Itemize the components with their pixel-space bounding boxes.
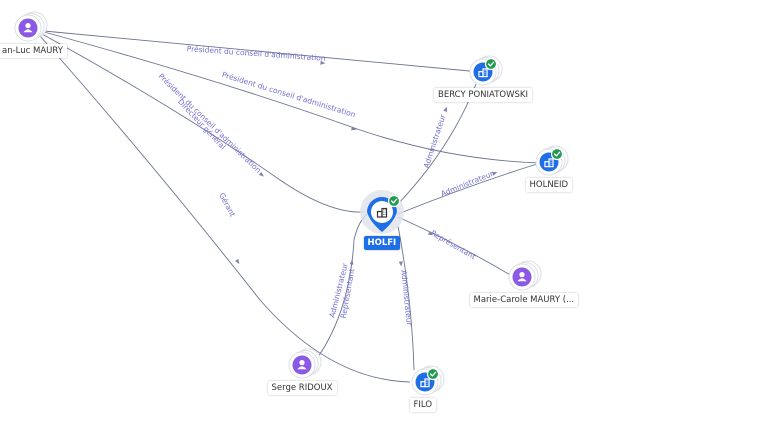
nodes-layer [14,11,569,396]
building-icon [376,207,388,218]
node-serge[interactable] [288,348,322,379]
building-icon [478,68,488,78]
edge-arrow [427,231,434,236]
node-label-jlm[interactable]: an-Luc MAURY [0,44,67,58]
edge-line [43,30,481,73]
node-mcm[interactable] [508,260,542,291]
edge-arrow [320,60,326,65]
edge-label: Administrateur [422,112,448,169]
edge-arrow [351,126,357,131]
edge-arrow [491,171,498,176]
edge-label: Gérant [217,191,237,218]
building-icon [420,378,430,388]
edge-arrow [443,106,448,113]
edge-holfi-holneid[interactable]: Administrateur [397,163,538,215]
node-filo[interactable] [411,365,445,396]
edge-line [43,31,541,164]
edge-arrow [234,258,240,265]
edge-serge-holfi[interactable]: Administrateur [317,213,368,358]
edge-jlm-filo[interactable]: Gérant [39,35,411,383]
edge-holfi-mcm[interactable]: Représentant [397,216,513,277]
node-label-bercy[interactable]: BERCY PONIATOWSKI [434,88,532,102]
edge-line [39,35,411,383]
building-icon [544,158,554,168]
person-icon [517,271,527,282]
edge-jlm-holfi[interactable]: Directeur général [176,97,227,151]
edge-holfi-filo[interactable]: Administrateur [397,225,415,371]
edge-label: Président du conseil d'administration [221,70,357,119]
node-jlm[interactable] [14,11,48,42]
edge-line [397,216,513,277]
node-label-mcm[interactable]: Marie-Carole MAURY (... [469,293,579,307]
edge-label: Administrateur [439,169,495,199]
edge-label: Directeur général [176,97,227,151]
person-icon [23,22,33,33]
edge-line [317,213,368,358]
edges-layer: Président du conseil d'administrationPré… [39,30,541,383]
edge-label: Administrateur [399,269,414,326]
edge-line [397,163,538,215]
edge-label: Représentant [429,228,477,261]
edge-arrow [398,261,403,267]
node-holfi[interactable] [360,190,404,234]
edge-label: Président du conseil d'administration [157,72,263,175]
edge-line [397,225,415,371]
edge-label: Président du conseil d'administration [186,44,326,63]
node-label-holfi[interactable]: HOLFI [363,236,401,250]
edge-arrow [349,259,354,265]
node-label-serge[interactable]: Serge RIDOUX [267,381,337,395]
person-icon [297,359,307,370]
node-bercy[interactable] [469,55,503,86]
node-holneid[interactable] [535,145,569,176]
edge-line [41,33,365,213]
node-label-holneid[interactable]: HOLNEID [525,178,573,192]
edge-arrow [258,171,264,177]
node-label-filo[interactable]: FILO [409,398,437,412]
edge-jlm-bercy[interactable]: Président du conseil d'administration [43,30,481,73]
